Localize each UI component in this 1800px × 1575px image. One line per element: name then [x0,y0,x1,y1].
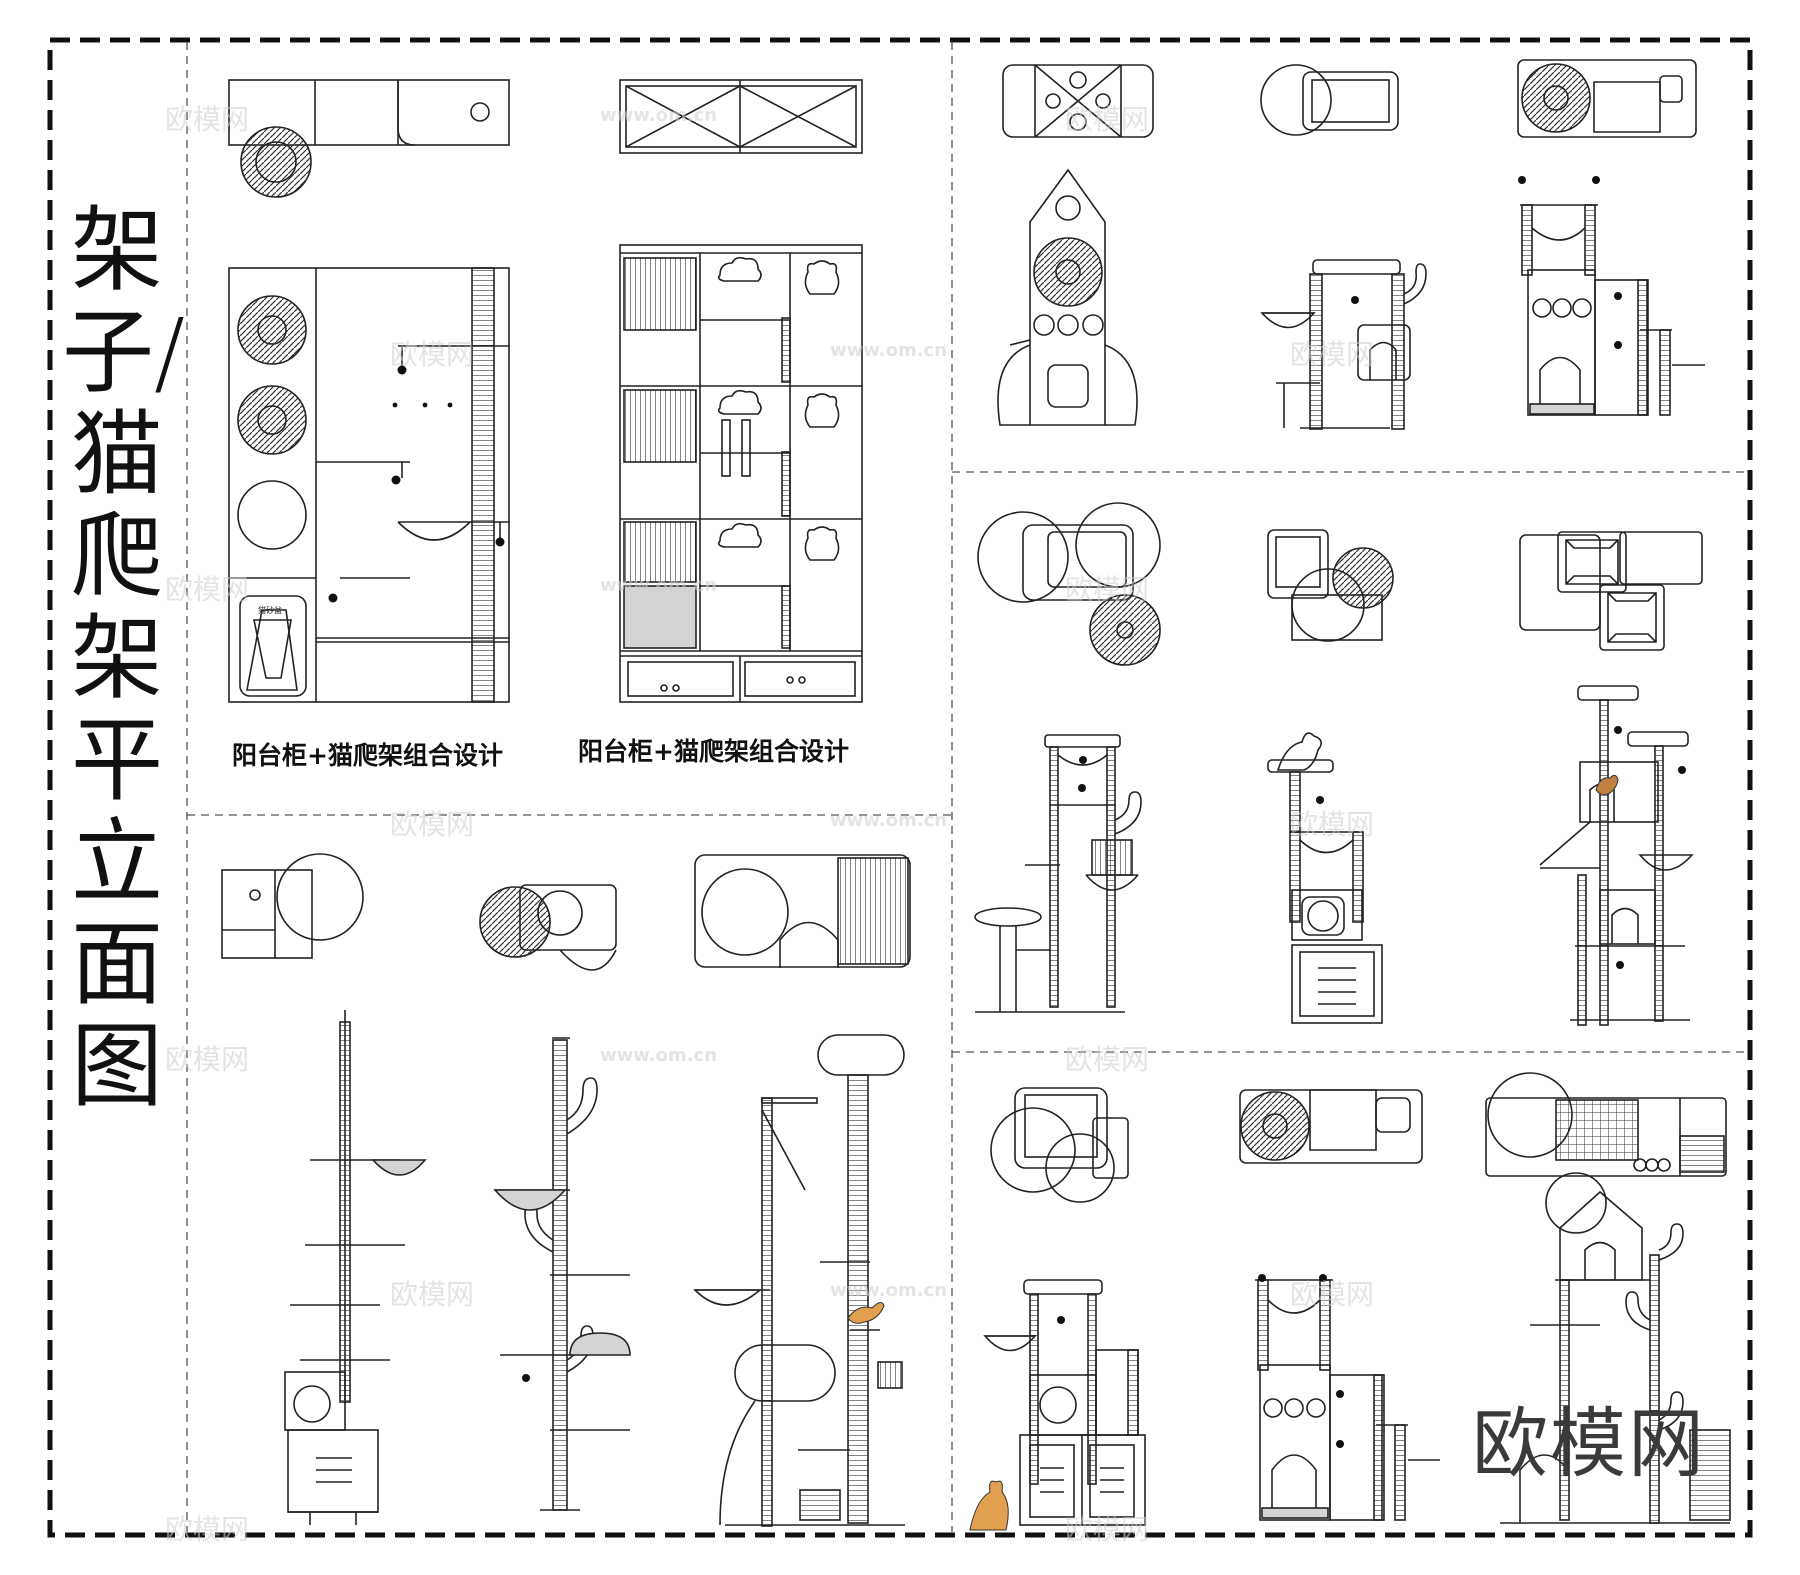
tower-plan-c1 [221,853,364,959]
watermark: 欧模网 [1065,1043,1150,1076]
tower-plan-c3 [694,854,911,968]
litter-box-label: 猫砂盆 [258,606,282,615]
panel-dividers [186,42,1748,1532]
watermark: 欧模网 [390,338,475,371]
watermark: 欧模网 [165,573,250,606]
watermark: 欧模网 [165,103,250,136]
tower-elevation-e1 [983,1279,1146,1526]
page-title: 架子/猫爬架平立面图 [62,197,185,1120]
watermark-url: www.om.cn [600,575,718,596]
watermark: 欧模网 [390,1278,475,1311]
cabinet-plan-2 [619,79,863,154]
cabinet-plan-1 [228,79,510,198]
tower-elevation-e3 [1500,1190,1731,1524]
watermark: 欧模网 [1290,808,1375,841]
cabinet-caption-1: 阳台柜+猫爬架组合设计 [232,741,503,770]
cabinet-caption-2: 阳台柜+猫爬架组合设计 [578,737,849,766]
tower-elevation-b2 [1260,259,1427,430]
tower-elevation-c2 [493,1037,631,1511]
cabinet-elevation-1-dots [328,365,505,603]
tower-elevation-b3 [1520,204,1705,416]
watermark: 欧模网 [1065,103,1150,136]
tower-elevation-d3 [1539,685,1694,1026]
cabinet-elevation-2 [619,244,863,703]
rocket-tower-elevation [997,168,1138,426]
watermark: 欧模网 [165,1513,250,1546]
watermark-url: www.om.cn [600,1045,718,1066]
plan-e2 [1239,1089,1423,1164]
cat-figures [847,774,1619,1531]
watermark-url: www.om.cn [830,340,948,361]
watermark: 欧模网 [390,808,475,841]
plan-d3 [1519,531,1703,651]
watermark-url: www.om.cn [830,810,948,831]
plan-b2 [1260,64,1399,136]
tower-elevation-d2 [1267,732,1383,1024]
plan-e3 [1485,1072,1727,1234]
watermark: 欧模网 [1065,573,1150,606]
hanging-ball-accents [522,176,1686,1448]
tower-elevation-c1 [284,1010,427,1525]
watermark: 欧模网 [1065,1513,1150,1546]
plan-e1 [990,1087,1129,1203]
watermark-url: www.om.cn [600,105,718,126]
cabinet-elevation-1 [228,267,510,703]
outer-frame [47,37,1753,1538]
plan-d2 [1267,529,1394,642]
tower-elevation-d1 [974,734,1142,1013]
plan-b1 [1002,64,1154,138]
watermark: 欧模网 [165,1043,250,1076]
watermark-url: www.om.cn [830,1280,948,1301]
tower-plan-c2 [479,884,617,971]
plan-b3 [1517,59,1697,138]
plan-d1 [977,502,1161,666]
brand-logo: 欧模网 [1472,1399,1706,1488]
watermark: 欧模网 [1290,338,1375,371]
tower-elevation-c3 [693,1034,905,1527]
watermark: 欧模网 [1290,1278,1375,1311]
tower-elevation-e2 [1255,1279,1440,1521]
